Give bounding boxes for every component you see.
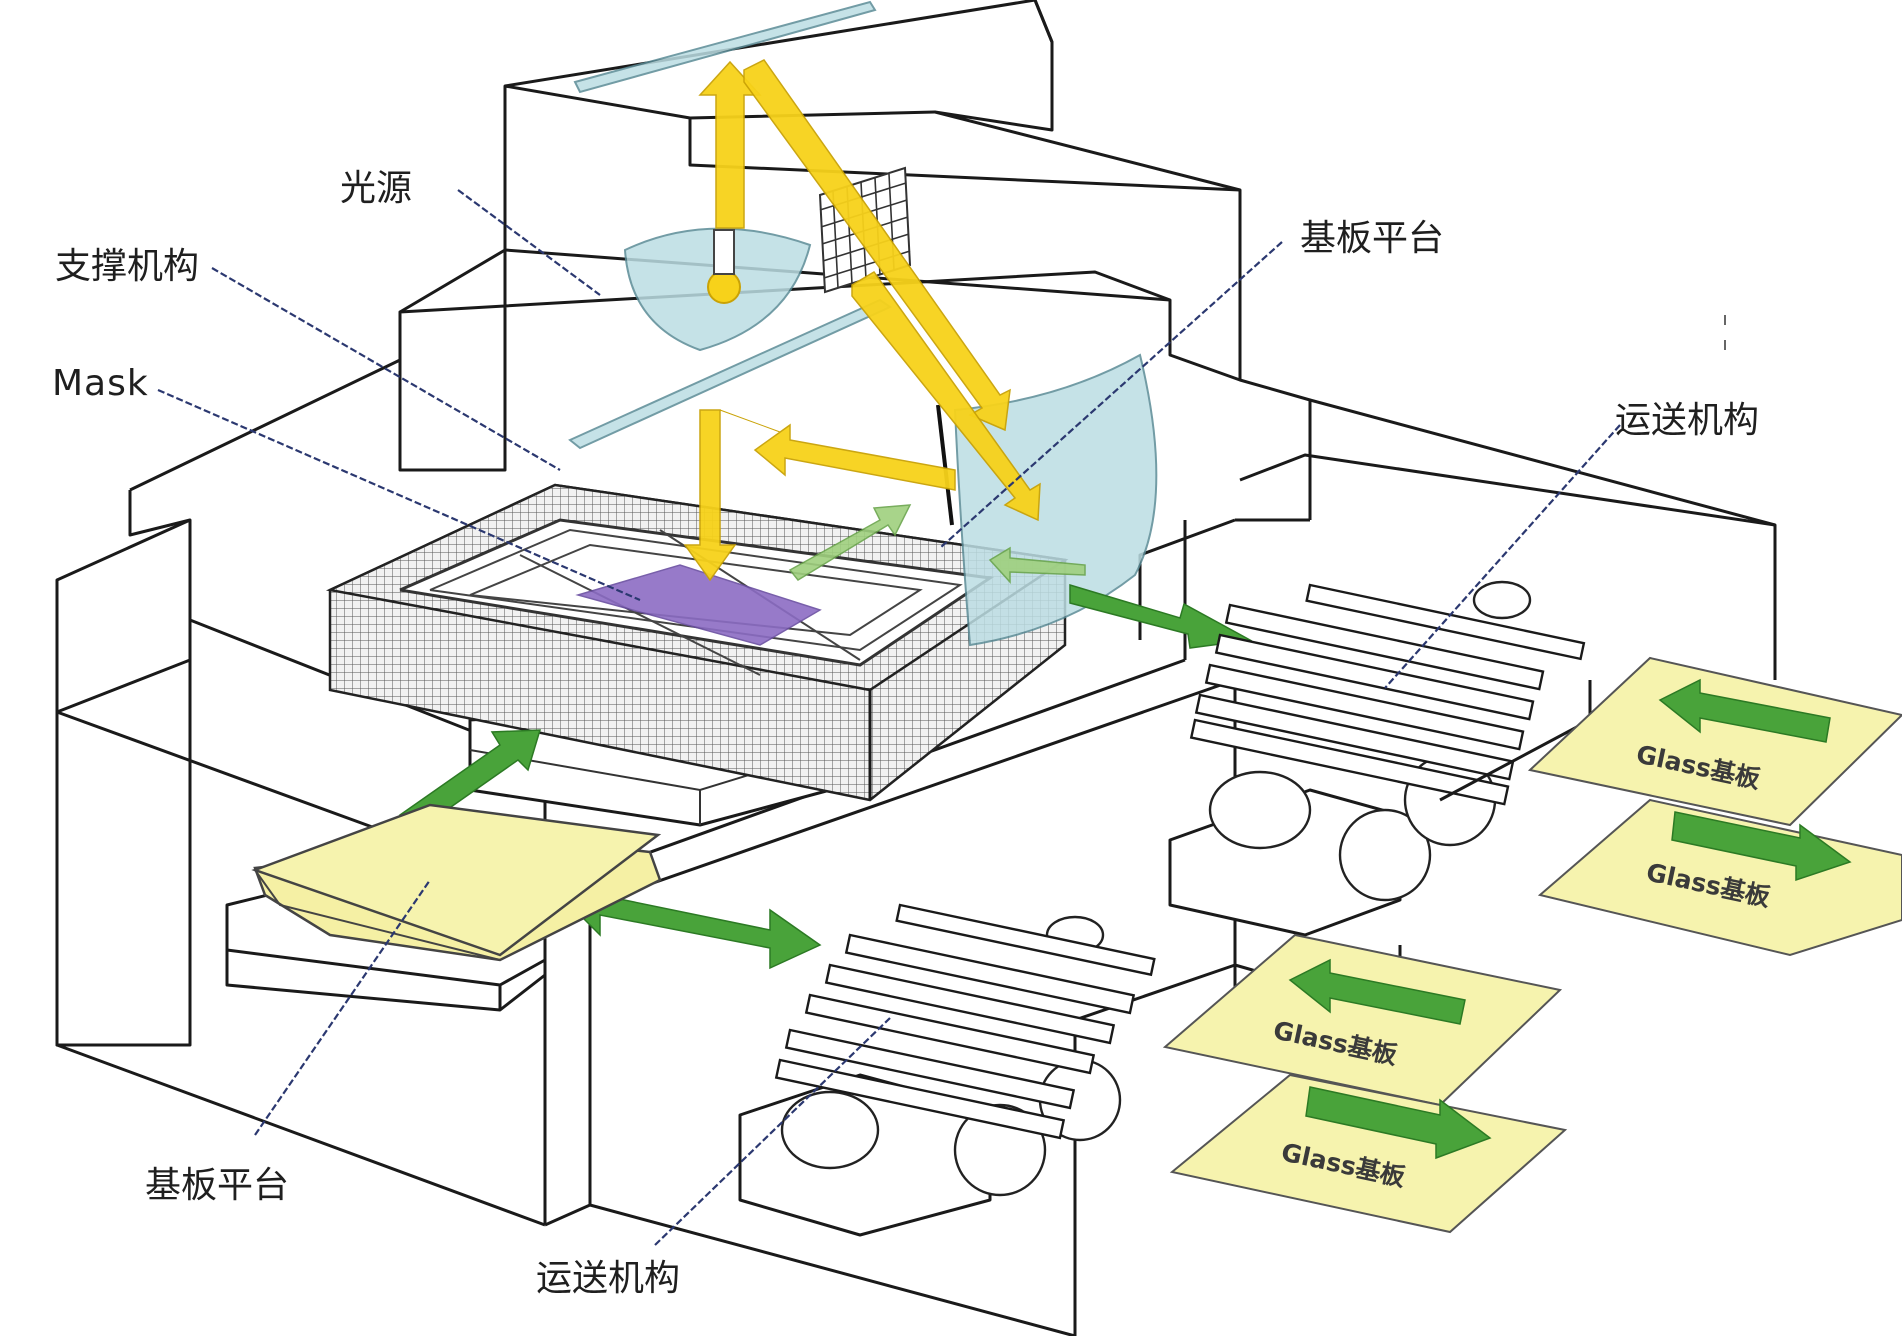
support-mechanism-frame bbox=[325, 483, 1069, 802]
label-substrate-stage-top: 基板平台 bbox=[1300, 218, 1444, 259]
light-path bbox=[683, 59, 1041, 582]
leader-lines bbox=[157, 189, 1621, 1246]
label-transport-mechanism-bottom: 运送机构 bbox=[536, 1258, 680, 1299]
mask-plate bbox=[575, 564, 822, 646]
transport-mechanism-bottom bbox=[738, 903, 1156, 1237]
substrate-stage-bottom bbox=[225, 803, 662, 1012]
top-mirror bbox=[573, 0, 877, 94]
glass-sheet-3: Glass基板 bbox=[1162, 933, 1563, 1107]
glass-sheet-1: Glass基板 bbox=[1527, 656, 1902, 827]
glass-sheet-2: Glass基板 bbox=[1537, 798, 1902, 957]
glass-sheet-4: Glass基板 bbox=[1169, 1073, 1568, 1234]
label-mask: Mask bbox=[52, 363, 149, 404]
label-transport-mechanism-right: 运送机构 bbox=[1615, 400, 1759, 441]
label-substrate-stage-bottom: 基板平台 bbox=[145, 1165, 289, 1206]
label-light-source: 光源 bbox=[340, 168, 412, 209]
label-support-mechanism: 支撑机构 bbox=[55, 246, 199, 287]
